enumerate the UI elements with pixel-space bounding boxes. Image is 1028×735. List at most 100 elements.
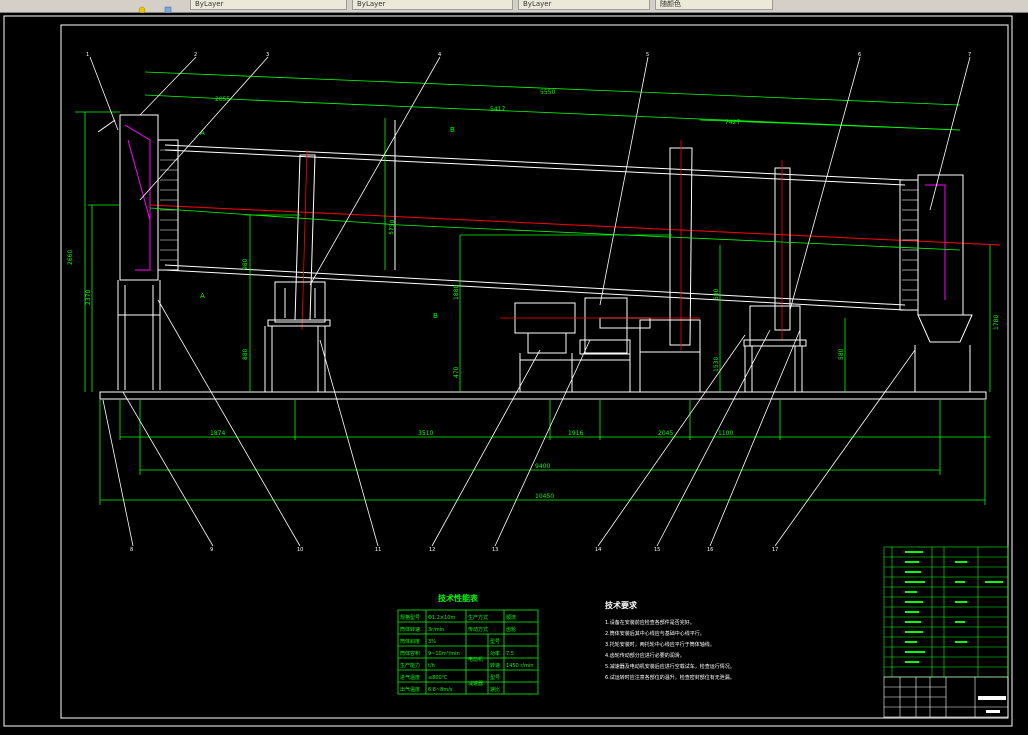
svg-text:4: 4: [438, 52, 441, 58]
dim-bottom-1: 1874: [210, 430, 225, 437]
svg-text:A: A: [200, 292, 205, 300]
svg-text:7: 7: [968, 52, 971, 58]
dim-top-left: 2055: [215, 96, 230, 103]
svg-text:Φ1.2×10m: Φ1.2×10m: [428, 615, 455, 621]
dimension-texts: 5550 2055 5417 7427 2660 2370 980 880 18…: [67, 89, 1000, 500]
layer-cube-icon[interactable]: [163, 0, 173, 14]
svg-text:6.试运转时应注意各部位的温升，检查密封部位有无泄漏。: 6.试运转时应注意各部位的温升，检查密封部位有无泄漏。: [605, 674, 735, 681]
svg-text:6.8~8m/s: 6.8~8m/s: [428, 687, 453, 693]
dim-bottom-2: 3510: [418, 430, 433, 437]
dim-stand-h1: 980: [242, 258, 249, 270]
svg-text:1: 1: [86, 52, 89, 58]
svg-text:筒体容积: 筒体容积: [400, 650, 420, 657]
svg-text:B: B: [433, 312, 438, 320]
svg-text:16: 16: [707, 547, 713, 553]
dimension-lines: [75, 71, 991, 505]
dim-span-outer: 10450: [535, 493, 554, 500]
drawing-canvas[interactable]: 5550 2055 5417 7427 2660 2370 980 880 18…: [0, 13, 1028, 731]
svg-text:11: 11: [375, 547, 381, 553]
svg-text:减速器: 减速器: [468, 680, 483, 687]
svg-text:电动机: 电动机: [468, 656, 483, 663]
title-block-name: [978, 696, 1006, 700]
linetype-dropdown[interactable]: ByLayer: [352, 0, 513, 10]
outlet-hood-grid: [902, 189, 918, 301]
svg-text:8: 8: [130, 547, 133, 553]
dim-top-right: 7427: [725, 119, 740, 126]
svg-text:筒体转速: 筒体转速: [400, 626, 420, 633]
svg-text:B: B: [450, 126, 455, 134]
parts-list: [883, 546, 1009, 678]
svg-text:型号: 型号: [490, 674, 500, 681]
title-block: [883, 676, 1009, 718]
plotstyle-dropdown[interactable]: 随颜色: [655, 0, 773, 10]
roller-station-2: [743, 305, 807, 392]
svg-text:出气温度: 出气温度: [400, 686, 420, 693]
svg-text:齿轮: 齿轮: [506, 626, 516, 633]
svg-text:1.设备在安装前应检查各部件是否完好。: 1.设备在安装前应检查各部件是否完好。: [605, 619, 695, 626]
svg-text:7.5: 7.5: [506, 651, 514, 657]
svg-text:5.减速器及电动机安装后应进行空载试车，检查运行情况。: 5.减速器及电动机安装后应进行空载试车，检查运行情况。: [605, 663, 735, 670]
svg-text:12: 12: [429, 547, 435, 553]
dim-right-h2: 1530: [713, 357, 720, 372]
svg-text:生产能力: 生产能力: [400, 662, 420, 669]
cad-drawing: 5550 2055 5417 7427 2660 2370 980 880 18…: [3, 15, 1013, 727]
svg-text:15: 15: [654, 547, 660, 553]
svg-text:14: 14: [595, 547, 601, 553]
property-toolbar: ByLayer ByLayer ByLayer 随颜色: [0, 0, 1028, 14]
sheet-inner-border: [60, 24, 1009, 719]
tech-table-title: 技术性能表: [438, 593, 479, 603]
svg-text:生产方式: 生产方式: [468, 614, 488, 621]
svg-text:顺流: 顺流: [506, 614, 516, 621]
roller-station-1: [264, 281, 331, 392]
layer-sun-icon[interactable]: [137, 0, 147, 14]
section-marks: A B B A: [200, 126, 455, 320]
svg-text:转速: 转速: [490, 662, 500, 669]
dim-bottom-3: 1916: [568, 430, 583, 437]
dim-top-overall: 5550: [540, 89, 555, 96]
tech-table: 技术性能表 规格型号 Φ1.2×10m 生产方式 顺流 筒体转速 3r/min …: [397, 593, 539, 695]
inlet-hood: [97, 114, 179, 390]
drum-body: [164, 144, 906, 311]
dim-bottom-4: 2045: [658, 430, 673, 437]
dim-right-h3: 1780: [993, 315, 1000, 330]
dim-diag: 5750: [388, 219, 396, 235]
svg-text:≤800℃: ≤800℃: [428, 675, 448, 681]
dim-bottom-5: 1100: [718, 430, 733, 437]
svg-text:t/h: t/h: [428, 663, 435, 669]
drive-unit: [514, 297, 651, 392]
dim-left-sub: 2370: [85, 290, 92, 305]
svg-text:功率: 功率: [490, 650, 500, 657]
svg-text:17: 17: [772, 547, 778, 553]
tyre-rings: [294, 147, 791, 346]
dim-span-inner: 9400: [535, 463, 550, 470]
svg-text:筒体斜度: 筒体斜度: [400, 638, 420, 645]
svg-text:2.筒体安装后其中心线应与基础中心线平行。: 2.筒体安装后其中心线应与基础中心线平行。: [605, 630, 705, 637]
svg-text:A: A: [200, 129, 205, 137]
tech-req-title: 技术要求: [605, 600, 638, 610]
svg-text:9~10m³/min: 9~10m³/min: [428, 651, 460, 657]
roller-station-3: [639, 319, 701, 392]
svg-text:10: 10: [297, 547, 303, 553]
feed-chute: [124, 124, 151, 271]
dim-top-mid: 5417: [490, 106, 505, 113]
svg-text:1450 r/min: 1450 r/min: [506, 663, 533, 669]
lineweight-dropdown[interactable]: ByLayer: [518, 0, 650, 10]
svg-text:3.托轮安装时，两托轮中心线应平行于筒体轴线。: 3.托轮安装时，两托轮中心线应平行于筒体轴线。: [605, 641, 715, 648]
dim-right-h1: 580: [713, 288, 720, 300]
color-dropdown[interactable]: ByLayer: [190, 0, 347, 10]
leader-lines: [89, 56, 971, 547]
svg-text:进气温度: 进气温度: [400, 674, 420, 681]
sheet-outer-border: [3, 15, 1013, 727]
dim-mid-h: 1880: [453, 285, 460, 300]
svg-text:3%: 3%: [428, 639, 436, 645]
dim-stand-h2: 880: [242, 348, 249, 360]
inlet-hood-grid: [160, 149, 178, 261]
outlet-hood: [899, 174, 973, 392]
svg-text:3r/min: 3r/min: [428, 627, 444, 633]
svg-text:传动方式: 传动方式: [468, 626, 488, 633]
base-frame: [99, 391, 987, 400]
svg-text:5: 5: [646, 52, 649, 58]
svg-text:2: 2: [194, 52, 197, 58]
svg-text:13: 13: [492, 547, 498, 553]
svg-text:速比: 速比: [490, 686, 500, 693]
